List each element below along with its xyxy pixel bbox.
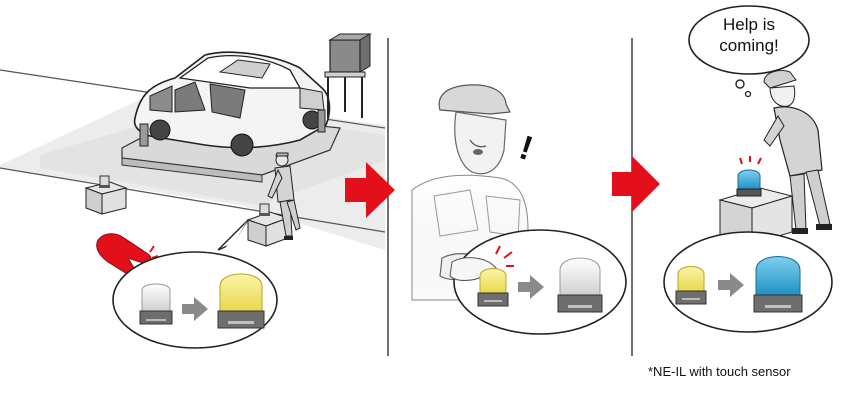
tower-lamp-icon [217,273,265,329]
speech-bubble-text: Help is coming! [696,14,802,56]
pedestal-left [84,175,128,215]
red-arrow-icon [612,156,660,212]
tower-lamp-icon [675,266,707,305]
machine-stand [324,33,372,118]
zoom-bubble-3 [663,231,833,333]
footnote: *NE-IL with touch sensor [648,364,791,379]
zoom-bubble-1 [112,219,278,349]
gray-arrow-icon [182,297,208,321]
panel-1-factory-line [0,33,386,349]
pedestal-blue [718,156,794,245]
zoom-bubble-2 [449,229,627,335]
panel-2-worker-notice: ! [411,84,627,335]
touch-spark-icon [739,156,762,165]
worker-helper [763,69,832,234]
tower-lamp-icon [477,268,509,307]
gray-arrow-icon [718,273,744,297]
exclamation-mark: ! [515,129,538,169]
tower-lamp-icon [557,257,603,313]
speech-line-1: Help is [723,15,775,34]
worker-small [267,152,301,240]
gray-arrow-icon [518,275,544,299]
tower-lamp-icon [139,283,173,325]
speech-bubble [688,5,810,98]
car-on-line [133,51,331,157]
touch-spark-icon [495,245,514,267]
pedestal-right [246,203,290,247]
tower-lamp-icon [753,256,803,313]
red-arrow-icon [345,162,395,218]
panel-3-help-coming [663,5,833,333]
speech-line-2: coming! [719,36,779,55]
